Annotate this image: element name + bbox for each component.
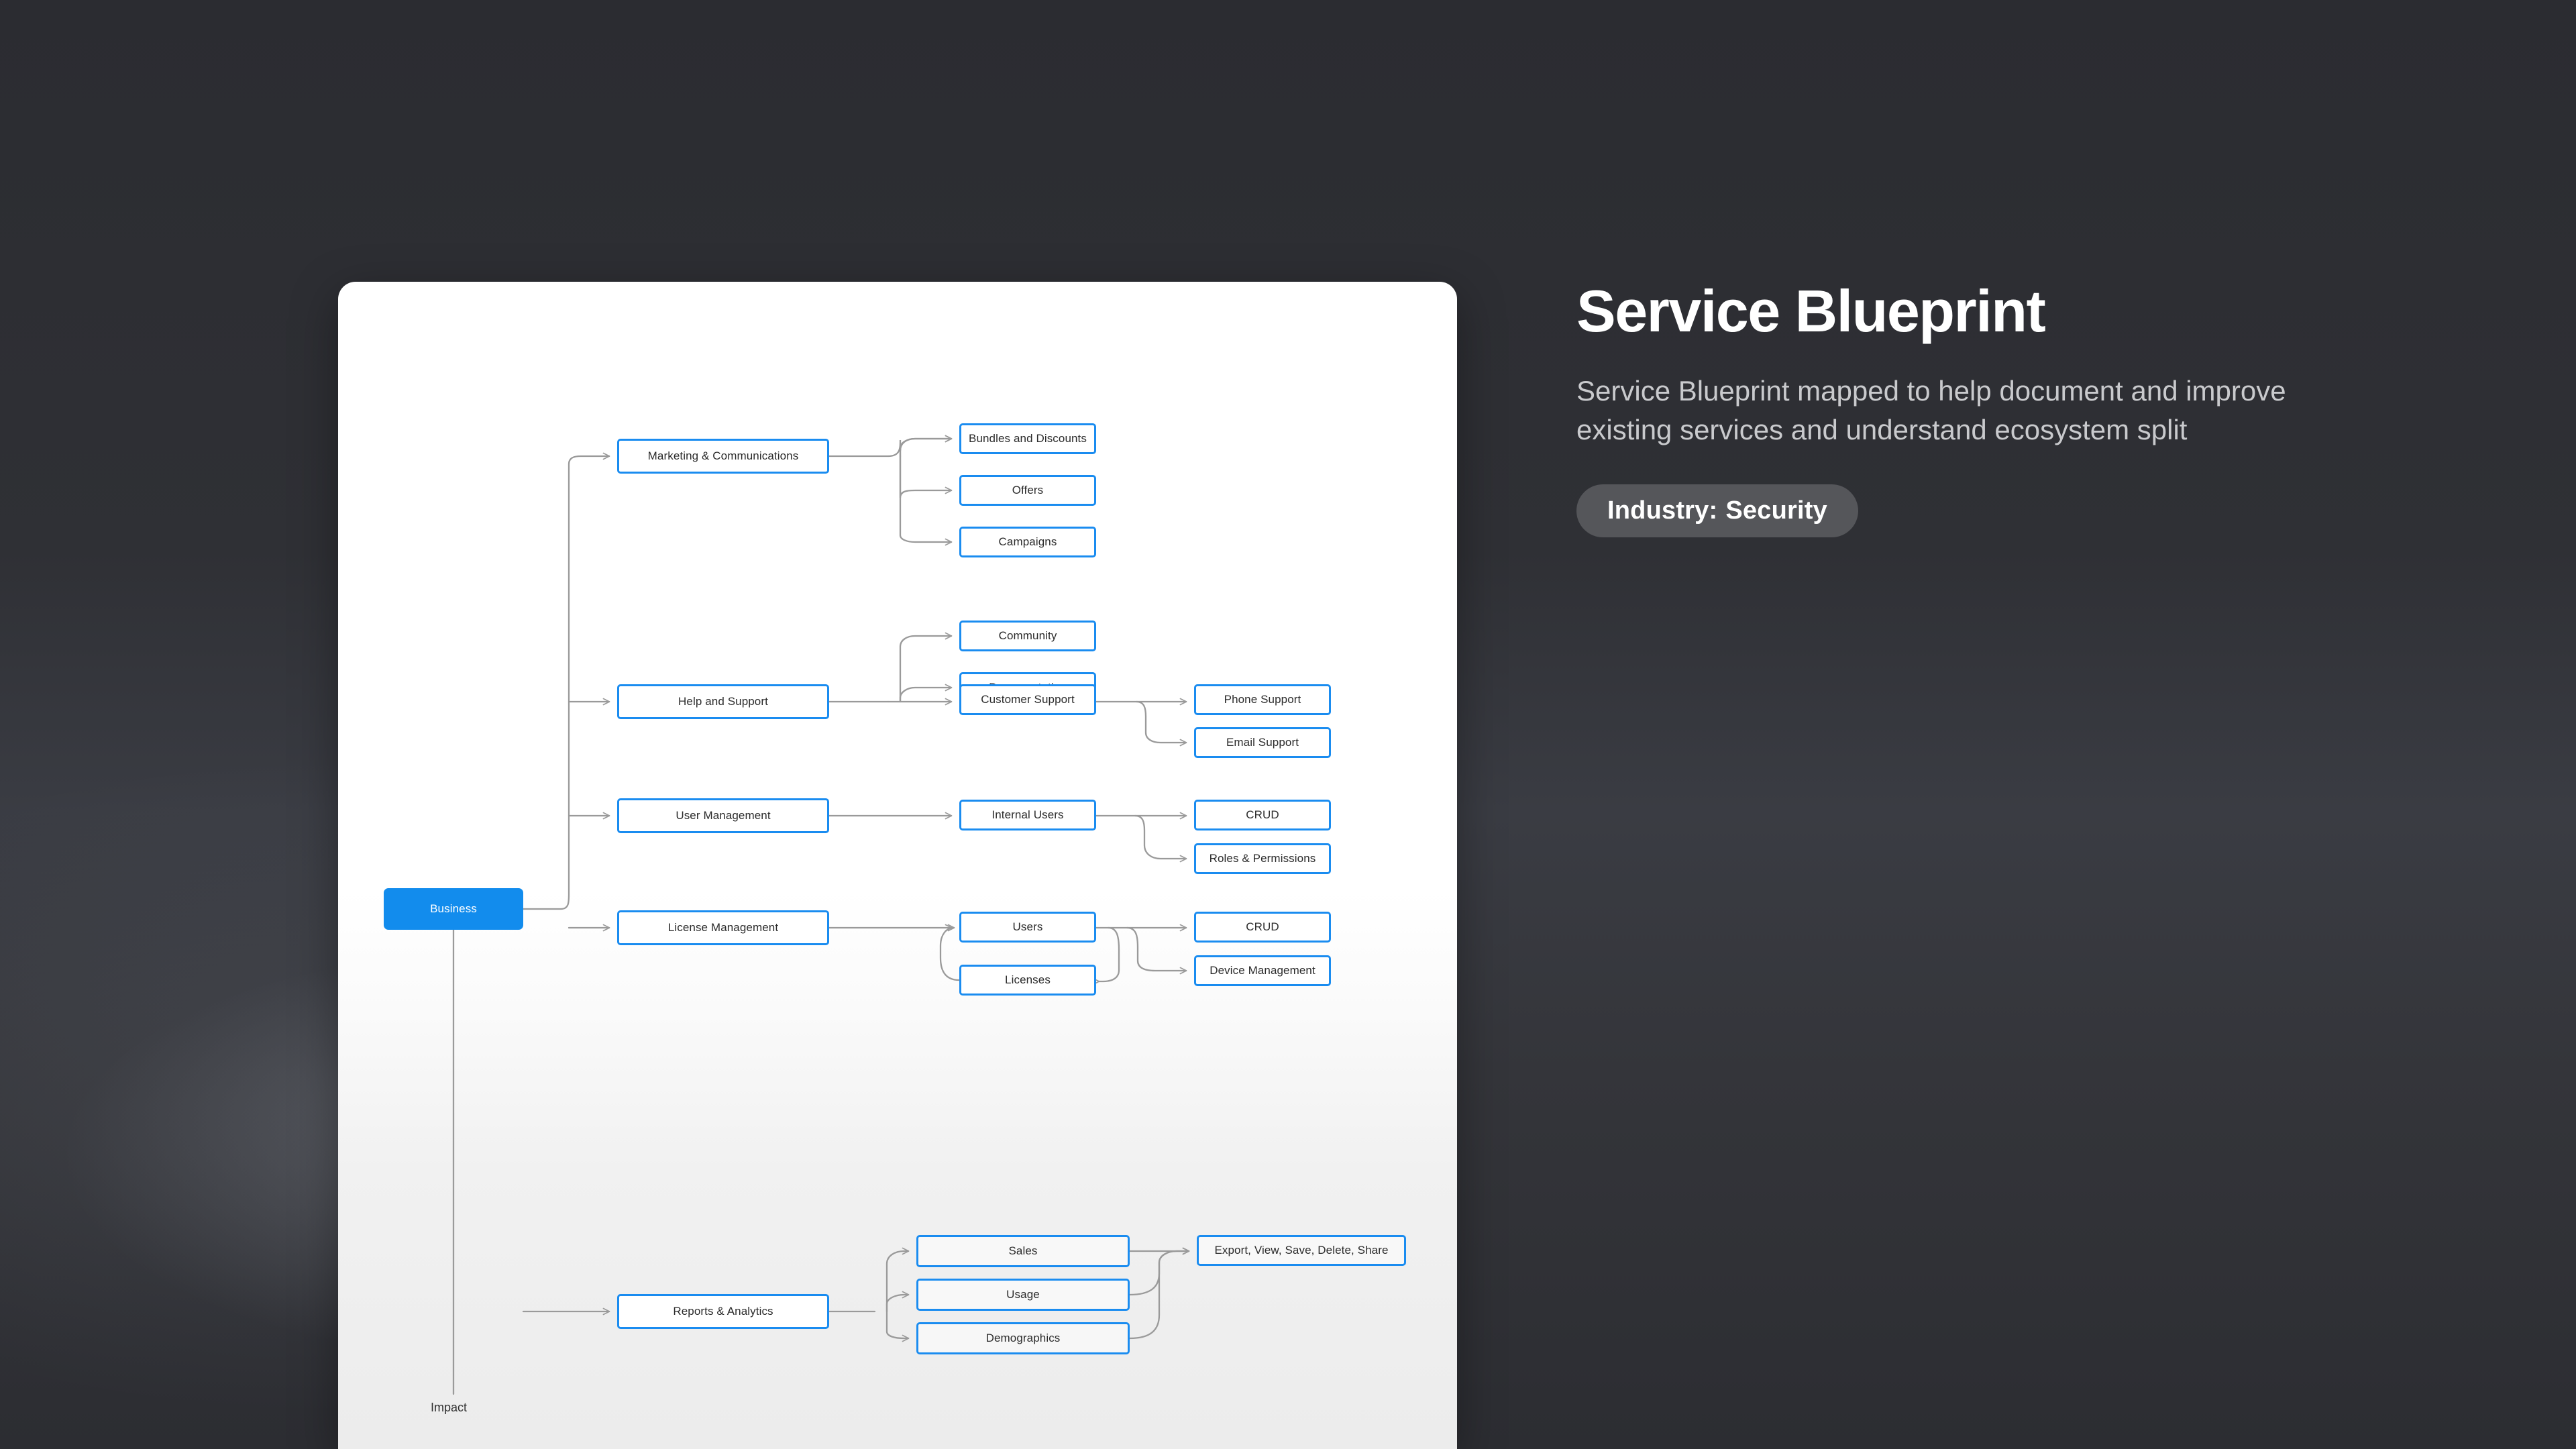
node-business[interactable]: Business — [384, 888, 523, 930]
node-label: Users — [1012, 920, 1043, 933]
node-label: CRUD — [1246, 920, 1279, 933]
node-label: Bundles and Discounts — [969, 432, 1087, 445]
node-usage[interactable]: Usage — [916, 1279, 1130, 1311]
node-label: Device Management — [1210, 964, 1316, 977]
node-label: CRUD — [1246, 808, 1279, 821]
node-label: Email Support — [1226, 736, 1299, 749]
node-internal[interactable]: Internal Users — [959, 800, 1096, 830]
node-label: Phone Support — [1224, 693, 1301, 706]
node-label: Licenses — [1005, 973, 1051, 986]
node-label: User Management — [676, 809, 771, 822]
node-label: Business — [430, 902, 477, 915]
node-community[interactable]: Community — [959, 621, 1096, 651]
page-subtitle: Service Blueprint mapped to help documen… — [1576, 375, 2286, 445]
node-label: Demographics — [985, 1332, 1061, 1344]
node-label: Usage — [1006, 1288, 1040, 1301]
node-label: Campaigns — [998, 535, 1057, 548]
industry-badge: Industry: Security — [1576, 484, 1858, 537]
blueprint-card: Business Marketing & Communications Bundle… — [338, 282, 1457, 1449]
node-label: Reports & Analytics — [673, 1305, 773, 1318]
industry-badge-value: Security — [1725, 496, 1827, 525]
node-label: Offers — [1012, 484, 1044, 496]
node-marketing[interactable]: Marketing & Communications — [617, 439, 829, 474]
node-label: Community — [998, 629, 1057, 642]
node-phone[interactable]: Phone Support — [1194, 684, 1331, 715]
node-help[interactable]: Help and Support — [617, 684, 829, 719]
node-device[interactable]: Device Management — [1194, 955, 1331, 986]
node-campaigns[interactable]: Campaigns — [959, 527, 1096, 557]
diagram-connectors — [452, 435, 1190, 1395]
node-label: Export, View, Save, Delete, Share — [1214, 1244, 1389, 1256]
info-panel: Service Blueprint Service Blueprint mapp… — [1576, 282, 2449, 537]
node-licmgmt[interactable]: License Management — [617, 910, 829, 945]
node-crud1[interactable]: CRUD — [1194, 800, 1331, 830]
impact-label: Impact — [431, 1401, 468, 1414]
node-roles[interactable]: Roles & Permissions — [1194, 843, 1331, 874]
node-licenses[interactable]: Licenses — [959, 965, 1096, 996]
node-demographics[interactable]: Demographics — [916, 1322, 1130, 1354]
node-bundles[interactable]: Bundles and Discounts — [959, 423, 1096, 454]
node-crud2[interactable]: CRUD — [1194, 912, 1331, 943]
node-offers[interactable]: Offers — [959, 475, 1096, 506]
node-users[interactable]: Users — [959, 912, 1096, 943]
node-label: Marketing & Communications — [647, 449, 799, 462]
node-label: Sales — [1008, 1244, 1038, 1257]
node-email[interactable]: Email Support — [1194, 727, 1331, 758]
node-reports[interactable]: Reports & Analytics — [617, 1294, 829, 1329]
page-title: Service Blueprint — [1576, 278, 2046, 344]
node-label: License Management — [667, 921, 779, 934]
node-custsupport[interactable]: Customer Support — [959, 684, 1096, 715]
node-label: Help and Support — [678, 695, 768, 708]
node-export[interactable]: Export, View, Save, Delete, Share — [1197, 1235, 1406, 1266]
node-label: Customer Support — [981, 693, 1075, 706]
node-sales[interactable]: Sales — [916, 1235, 1130, 1267]
node-label: Internal Users — [991, 808, 1064, 821]
node-label: Roles & Permissions — [1209, 852, 1316, 865]
node-usermgmt[interactable]: User Management — [617, 798, 829, 833]
industry-badge-key: Industry: — [1607, 496, 1718, 525]
